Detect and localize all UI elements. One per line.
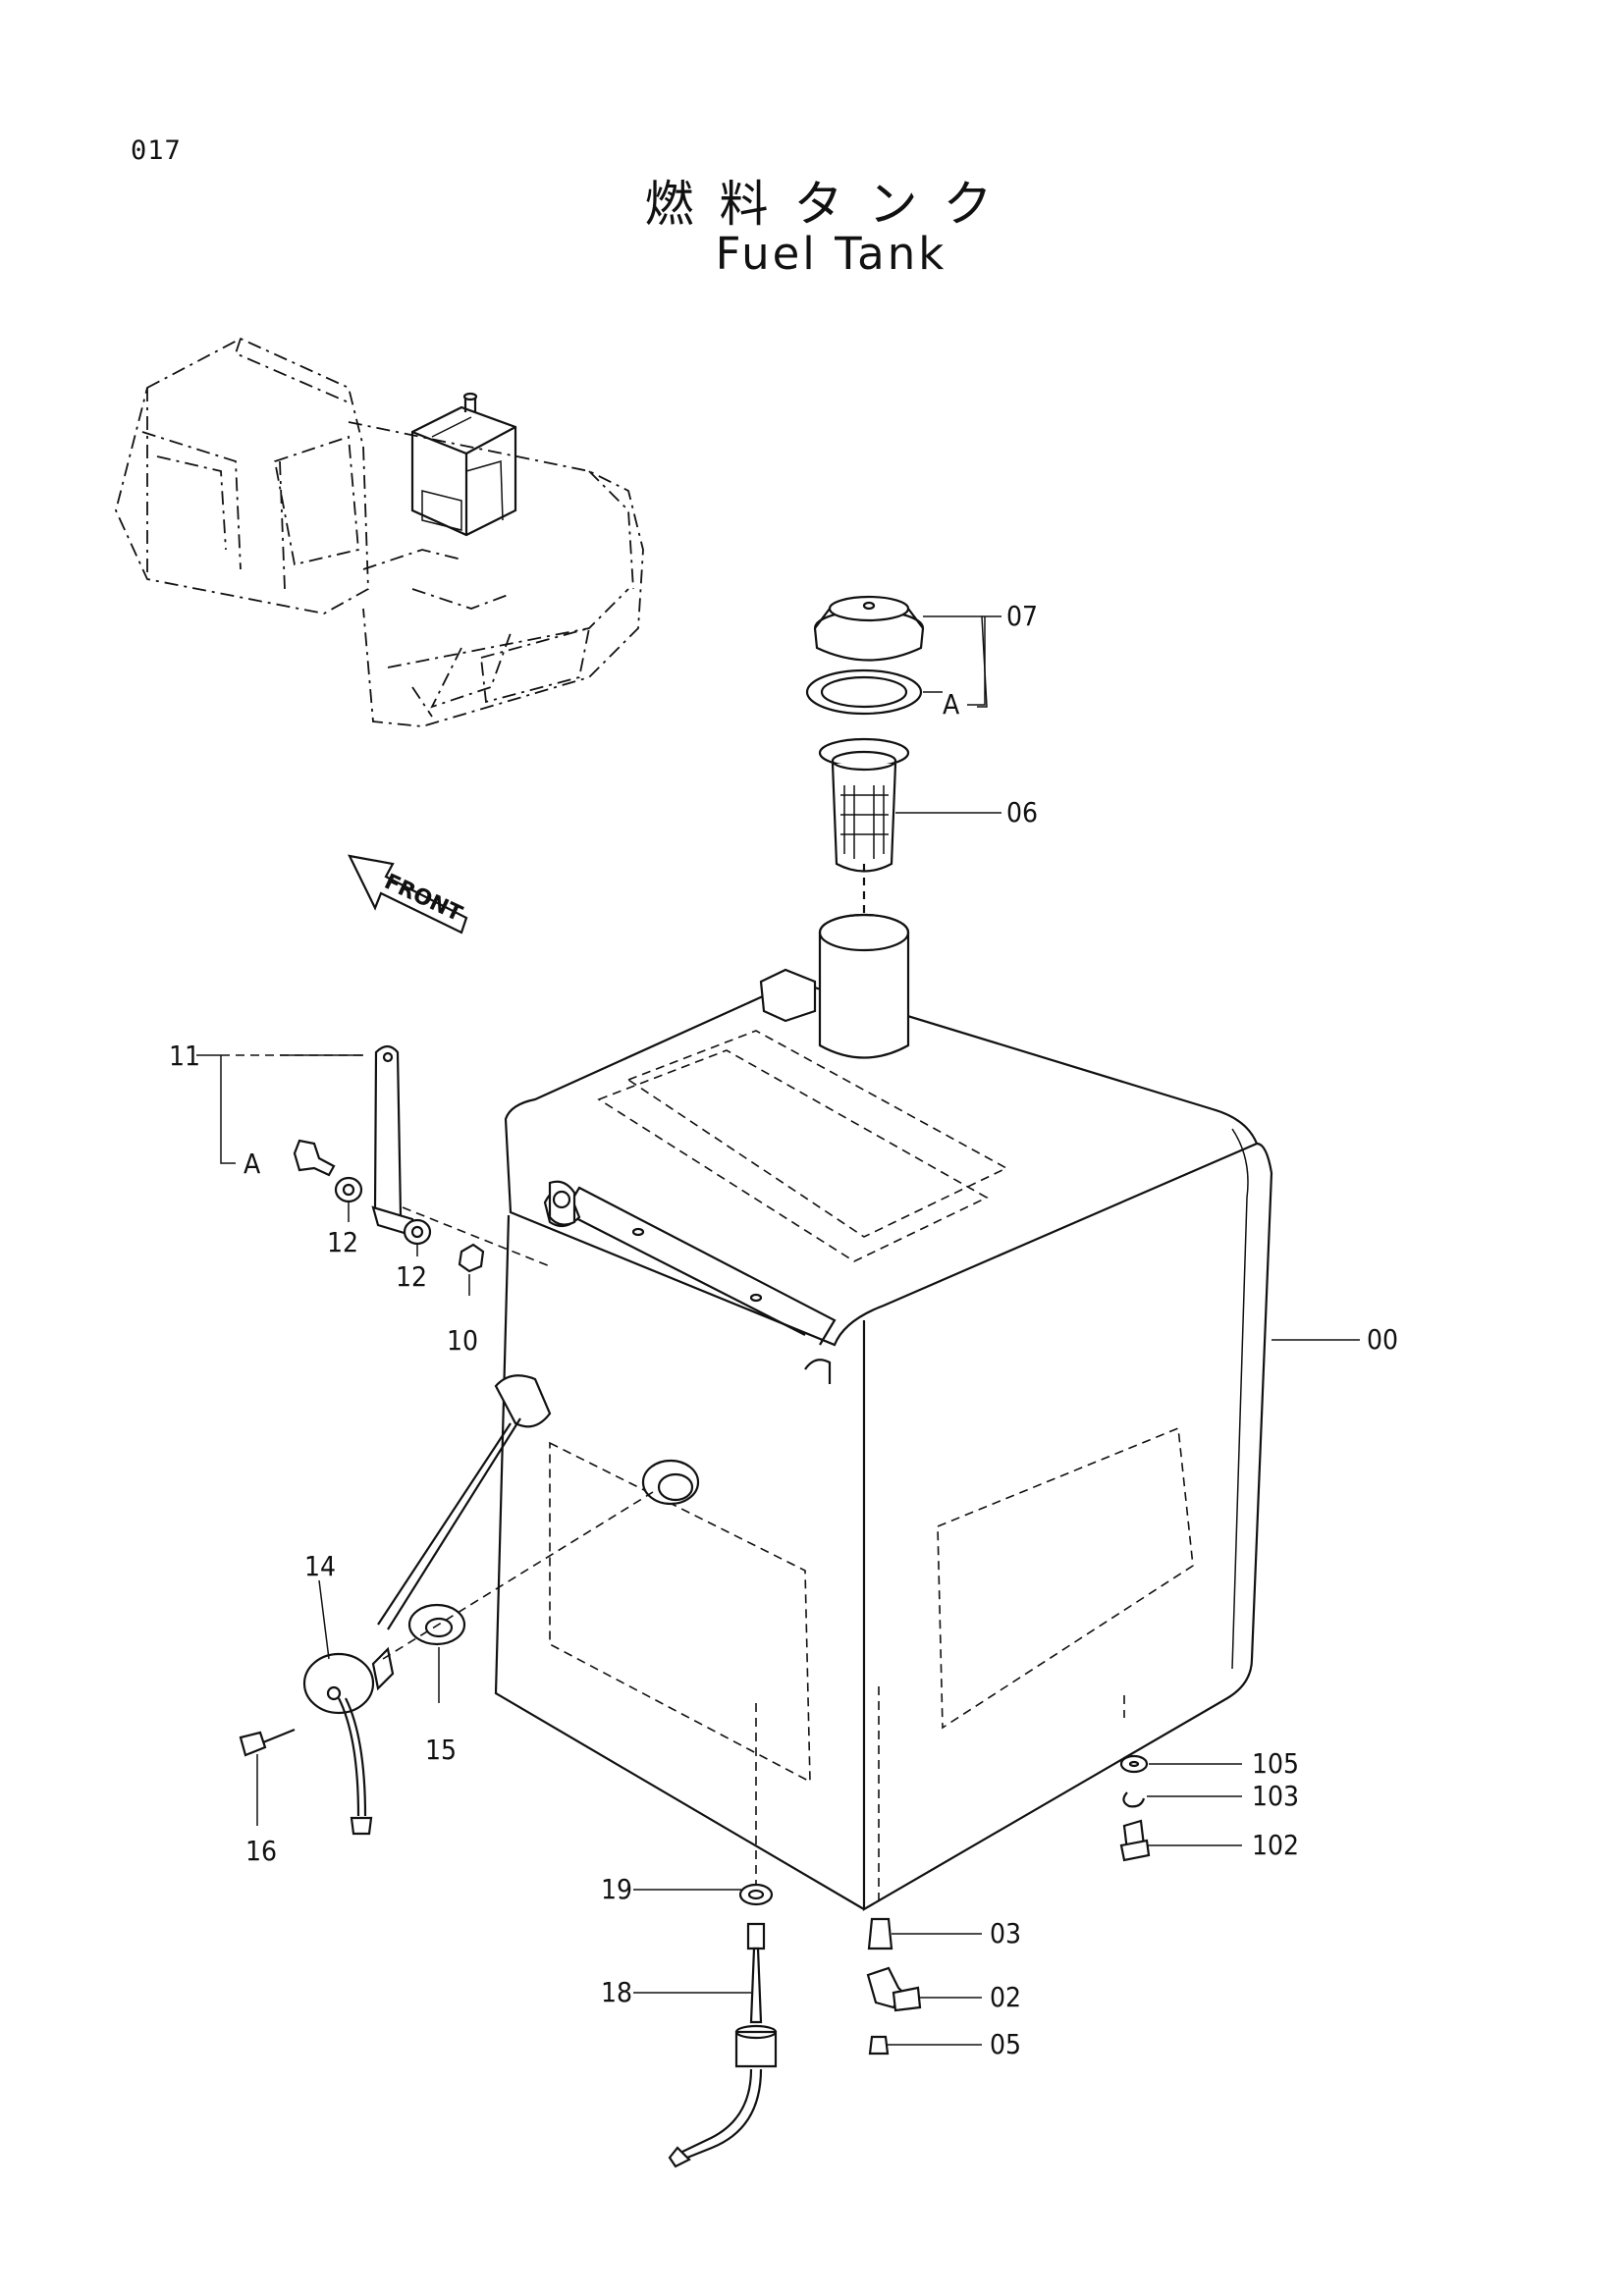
callout-03: 03 — [990, 1917, 1021, 1949]
callout-12-right: 12 — [396, 1260, 427, 1293]
callout-05: 05 — [990, 2028, 1021, 2060]
title-japanese: 燃料タンク — [644, 176, 1018, 233]
drain-cock — [866, 1917, 922, 2056]
callout-14: 14 — [304, 1550, 336, 1582]
callout-10: 10 — [447, 1324, 478, 1357]
drain-plug-parts — [668, 1883, 778, 2168]
callout-103: 103 — [1252, 1780, 1299, 1812]
fuel-tank-body — [494, 913, 1273, 1911]
fuel-cap — [813, 595, 925, 662]
callout-15: 15 — [425, 1734, 457, 1766]
excavator-overview — [115, 337, 644, 727]
leader-lines — [196, 615, 1360, 2046]
callout-07: 07 — [1006, 600, 1038, 632]
callout-00: 00 — [1367, 1323, 1398, 1356]
callout-a-bolt: A — [243, 1148, 261, 1180]
cap-gasket — [805, 668, 923, 716]
callout-102: 102 — [1252, 1829, 1299, 1861]
callout-a-gasket: A — [943, 688, 960, 721]
bottom-fasteners — [1119, 1754, 1151, 1862]
page-number: 017 — [131, 135, 182, 166]
callout-18: 18 — [601, 1976, 632, 2008]
callout-12-left: 12 — [327, 1226, 358, 1258]
callout-105: 105 — [1252, 1747, 1299, 1780]
level-gauge-bracket — [293, 1044, 576, 1273]
callout-16: 16 — [245, 1835, 277, 1867]
strainer — [818, 737, 910, 918]
callout-06: 06 — [1006, 796, 1038, 828]
level-sender — [239, 1374, 654, 1836]
callout-11: 11 — [169, 1040, 200, 1072]
callout-02: 02 — [990, 1981, 1021, 2013]
title-english: Fuel Tank — [715, 228, 947, 280]
front-arrow: FRONT — [348, 854, 468, 934]
callout-labels: 07 A 06 11 A 12 12 10 00 14 15 16 105 10… — [169, 600, 1398, 2060]
callout-19: 19 — [601, 1873, 632, 1905]
